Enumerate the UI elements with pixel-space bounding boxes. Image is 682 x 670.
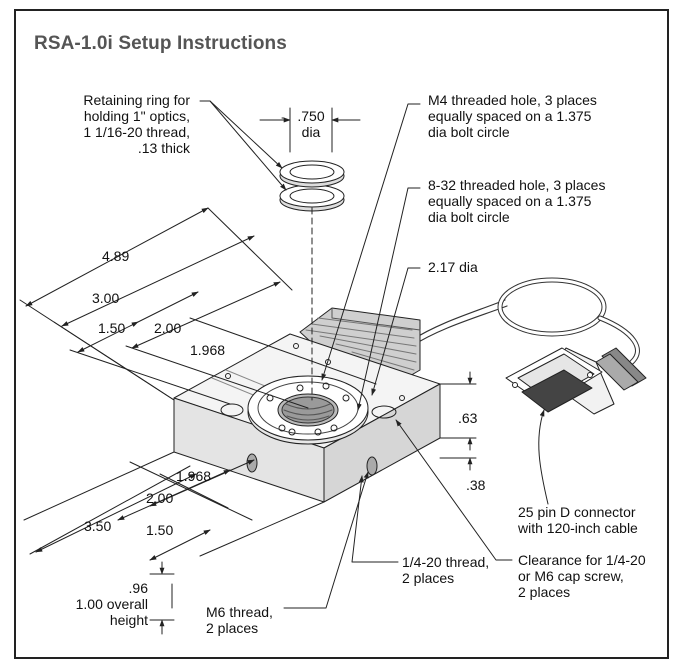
dim-2-00-top: 2.00 (154, 320, 182, 336)
dim-1-50-bottom: 1.50 (146, 522, 174, 538)
dia-750-label: .750 dia (297, 108, 325, 140)
dimension-lines (19, 207, 477, 635)
clearance-label: Clearance for 1/4-20 or M6 cap screw, 2 … (518, 552, 646, 600)
thread-1-4-20-label: 1/4-20 thread, 2 places (402, 554, 490, 586)
retaining-rings (279, 160, 345, 401)
dim-3-50: 3.50 (84, 518, 112, 534)
dim-0-63: .63 (458, 410, 478, 426)
dia-217-label: 2.17 dia (428, 259, 478, 275)
hole-8-32-label: 8-32 threaded hole, 3 places equally spa… (428, 177, 606, 225)
page-title: RSA-1.0i Setup Instructions (34, 33, 287, 54)
cable (411, 277, 640, 365)
d-connector (505, 347, 647, 415)
dim-4-89: 4.89 (102, 248, 130, 264)
dim-3-00: 3.00 (92, 290, 120, 306)
m4-hole-label: M4 threaded hole, 3 places equally space… (428, 92, 597, 140)
dim-0-38: .38 (466, 477, 486, 493)
dim-2-00-bottom: 2.00 (146, 490, 174, 506)
connector-label: 25 pin D connector with 120-inch cable (518, 504, 638, 536)
dim-1-968-bottom: 1.968 (176, 468, 212, 484)
m6-thread-label: M6 thread, 2 places (206, 604, 273, 636)
leader-lines (199, 100, 549, 609)
retaining-ring-label: Retaining ring for holding 1" optics, 1 … (83, 92, 190, 156)
rotary-platter (247, 375, 369, 445)
overall-height-label: .96 1.00 overall height (75, 580, 148, 628)
dim-1-968-top: 1.968 (190, 342, 226, 358)
dim-1-50-top: 1.50 (98, 320, 126, 336)
